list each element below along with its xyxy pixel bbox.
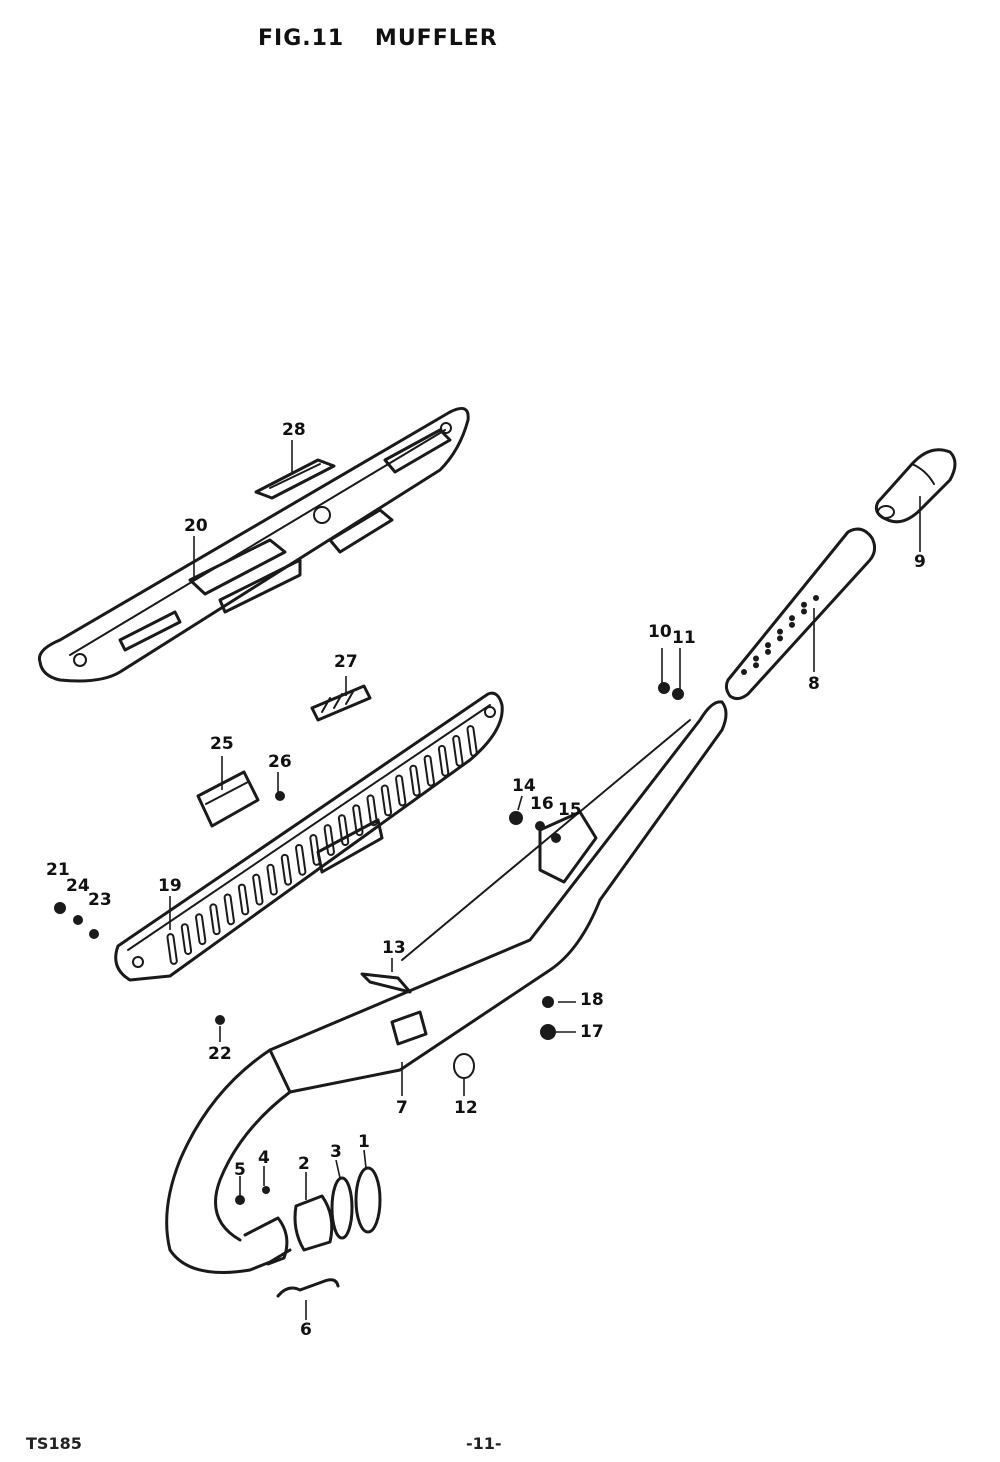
shield-slot xyxy=(380,784,393,817)
shield-slot xyxy=(352,804,364,837)
callout-25: 25 xyxy=(210,734,234,754)
part-6-spring xyxy=(276,1278,340,1298)
baffle-hole xyxy=(801,608,807,615)
shield-slot xyxy=(195,913,207,946)
shield-slot xyxy=(466,725,478,757)
part-14-nut xyxy=(509,811,523,825)
shield-slot xyxy=(223,893,235,926)
part-5-bolt xyxy=(235,1195,245,1205)
shield-slot xyxy=(337,814,350,847)
shield-slot xyxy=(237,883,250,916)
baffle-hole xyxy=(765,648,771,655)
callout-4: 4 xyxy=(258,1148,270,1168)
figure-name: MUFFLER xyxy=(374,26,498,51)
part-1-seal xyxy=(354,1166,382,1234)
baffle-hole xyxy=(789,615,795,622)
baffle-hole xyxy=(753,655,759,662)
figure-number: FIG.11 xyxy=(258,26,345,51)
part-15-bolt xyxy=(551,833,561,843)
baffle-hole xyxy=(741,669,747,675)
part-21-bolt xyxy=(54,902,66,914)
shield-slot xyxy=(323,824,335,856)
shield-slot xyxy=(295,843,307,876)
part-24-washer xyxy=(73,915,83,925)
part-23-collar xyxy=(89,929,99,939)
callout-18: 18 xyxy=(580,990,604,1010)
shield-slot xyxy=(209,903,221,936)
shield-slot xyxy=(266,863,278,896)
shield-slot xyxy=(366,794,378,827)
leader-lines xyxy=(169,440,921,1320)
callout-9: 9 xyxy=(914,552,926,572)
callout-5: 5 xyxy=(234,1160,246,1180)
part-8-baffle-tube xyxy=(724,527,877,701)
part-22-clip xyxy=(215,1015,225,1025)
shield-slot xyxy=(166,933,178,965)
part-4-washer xyxy=(262,1186,270,1194)
callout-28: 28 xyxy=(282,420,306,440)
baffle-hole xyxy=(801,601,807,608)
shield-slot xyxy=(452,735,464,767)
part-17-bolt xyxy=(540,1024,556,1040)
callout-16: 16 xyxy=(530,794,554,814)
callout-13: 13 xyxy=(382,938,406,958)
figure-title: FIG.11 MUFFLER xyxy=(258,26,498,51)
shield-slot xyxy=(395,774,407,807)
callout-23: 23 xyxy=(88,890,112,910)
part-28-emblem xyxy=(254,458,336,500)
callout-24: 24 xyxy=(66,876,90,896)
baffle-hole xyxy=(813,595,819,601)
part-9-tail-cap xyxy=(874,448,957,524)
callout-2: 2 xyxy=(298,1154,310,1174)
baffle-hole xyxy=(753,662,759,669)
callout-7: 7 xyxy=(396,1098,408,1118)
callout-17: 17 xyxy=(580,1022,604,1042)
part-26-nut xyxy=(275,791,285,801)
callout-22: 22 xyxy=(208,1044,232,1064)
shield-slot xyxy=(180,923,193,955)
page-number: -11- xyxy=(466,1434,502,1453)
callout-1: 1 xyxy=(358,1132,370,1152)
callout-21: 21 xyxy=(46,860,70,880)
part-2-flange xyxy=(293,1194,334,1252)
shield-slot xyxy=(437,744,450,777)
part-16-washer xyxy=(535,821,545,831)
part-13-bracket xyxy=(360,972,412,994)
part-3-gasket xyxy=(330,1176,354,1240)
part-10-bolt xyxy=(658,682,670,694)
shield-slot xyxy=(309,834,321,866)
part-18-nut xyxy=(542,996,554,1008)
shield-slot xyxy=(409,764,421,797)
callout-14: 14 xyxy=(512,776,536,796)
callout-20: 20 xyxy=(184,516,208,536)
callout-8: 8 xyxy=(808,674,820,694)
part-12-grommet xyxy=(453,1053,475,1079)
baffle-hole xyxy=(777,635,783,642)
callout-10: 10 xyxy=(648,622,672,642)
callout-27: 27 xyxy=(334,652,358,672)
model-code: TS185 xyxy=(26,1434,82,1453)
part-7-muffler-body xyxy=(165,700,728,1274)
callout-11: 11 xyxy=(672,628,696,648)
callout-26: 26 xyxy=(268,752,292,772)
baffle-hole xyxy=(765,642,771,649)
callout-19: 19 xyxy=(158,876,182,896)
part-27-emblem xyxy=(310,684,372,722)
callout-3: 3 xyxy=(330,1142,342,1162)
baffle-hole xyxy=(789,621,795,628)
shield-slot xyxy=(280,853,293,886)
part-25-plate xyxy=(196,770,260,828)
callout-12: 12 xyxy=(454,1098,478,1118)
part-19-lower-heat-shield xyxy=(114,691,504,982)
shield-slot xyxy=(423,754,435,787)
baffle-hole xyxy=(777,628,783,635)
callout-15: 15 xyxy=(558,800,582,820)
shield-slot xyxy=(252,873,264,906)
part-20-upper-heat-shield xyxy=(37,406,470,683)
callout-6: 6 xyxy=(300,1320,312,1340)
part-11-washer xyxy=(672,688,684,700)
